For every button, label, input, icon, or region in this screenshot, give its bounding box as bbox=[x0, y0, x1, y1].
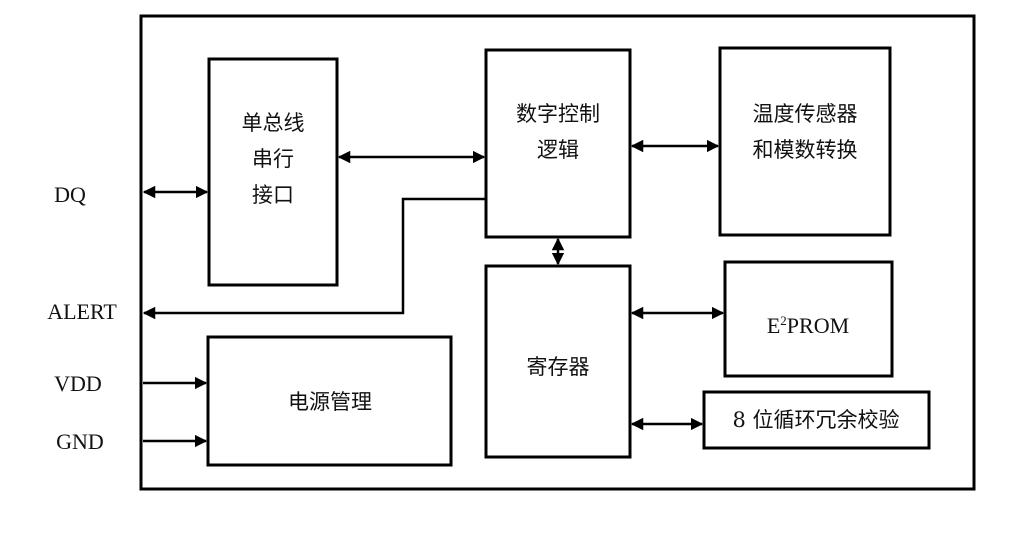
block-crc: 8 位循环冗余校验 bbox=[702, 390, 931, 450]
eeprom-superscript: 2 bbox=[780, 313, 787, 328]
eeprom-label: E2PROM bbox=[767, 313, 849, 338]
chip-boundary bbox=[139, 14, 976, 491]
pin-alert-label: ALERT bbox=[47, 299, 117, 324]
block-power-management: 电源管理 bbox=[206, 335, 453, 467]
block-temp-sensor-adc: 温度传感器 和模数转换 bbox=[718, 46, 892, 237]
temp-sensor-line-1: 温度传感器 bbox=[753, 102, 858, 126]
eeprom-prefix: E bbox=[767, 313, 780, 338]
crc-label: 8 位循环冗余校验 bbox=[732, 408, 899, 432]
register-label: 寄存器 bbox=[527, 355, 590, 379]
power-management-label: 电源管理 bbox=[288, 390, 372, 414]
pin-dq-label: DQ bbox=[54, 182, 86, 207]
digital-control-line-1: 数字控制 bbox=[516, 102, 600, 126]
temp-sensor-line-2: 和模数转换 bbox=[753, 138, 858, 162]
arrow-control-alert bbox=[142, 197, 486, 320]
serial-interface-line-2: 串行 bbox=[252, 147, 294, 171]
block-digital-control: 数字控制 逻辑 bbox=[484, 48, 632, 239]
digital-control-line-2: 逻辑 bbox=[537, 138, 579, 162]
pin-vdd-label: VDD bbox=[54, 371, 102, 396]
serial-interface-line-3: 接口 bbox=[252, 183, 294, 207]
block-eeprom: E2PROM bbox=[723, 260, 894, 378]
eeprom-suffix: PROM bbox=[787, 313, 849, 338]
block-serial-interface: 单总线 串行 接口 bbox=[207, 57, 339, 287]
pin-gnd-label: GND bbox=[56, 429, 104, 454]
serial-interface-line-1: 单总线 bbox=[242, 111, 305, 135]
block-register: 寄存器 bbox=[484, 264, 632, 459]
